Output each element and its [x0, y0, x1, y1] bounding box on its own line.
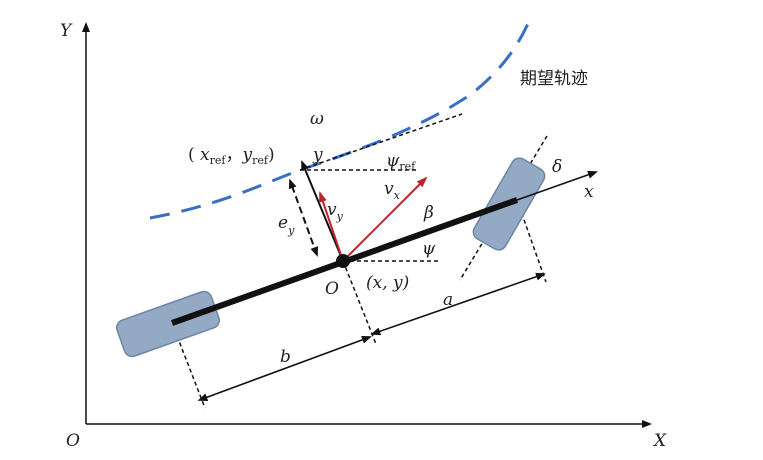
delta-label: δ [552, 157, 562, 177]
trajectory-label: 期望轨迹 [520, 69, 588, 89]
ey-label: ey [278, 213, 295, 237]
center-of-gravity [336, 254, 350, 268]
body-x-label: x [584, 182, 594, 202]
ey-arrow [288, 178, 319, 257]
rear-wheel [115, 290, 221, 358]
body-y-label: y [312, 145, 323, 165]
psi-label: ψ [422, 239, 436, 259]
reference-trajectory [149, 13, 534, 220]
vx-label: vx [384, 179, 401, 202]
cg-perp [342, 260, 377, 345]
cg-position-label: (x, y) [366, 273, 409, 293]
cg-label: O [325, 279, 339, 299]
b-label: b [280, 347, 291, 367]
vy-vector [319, 191, 344, 262]
a-dimension [370, 272, 546, 336]
psi-ref-label: ψref [386, 151, 416, 173]
omega-label: ω [310, 109, 324, 129]
x-axis-label: X [652, 431, 667, 451]
ref-point-label: ( xref，yref) [188, 145, 275, 167]
beta-label: β [423, 203, 434, 223]
a-label: a [443, 290, 453, 310]
body-x-axis-ext [516, 170, 598, 201]
y-axis-label: Y [60, 21, 73, 41]
origin-label: O [66, 431, 80, 451]
vx-vector [342, 176, 428, 262]
b-dimension [197, 336, 372, 402]
tangent-line [299, 113, 463, 171]
vy-label: vy [327, 200, 344, 223]
